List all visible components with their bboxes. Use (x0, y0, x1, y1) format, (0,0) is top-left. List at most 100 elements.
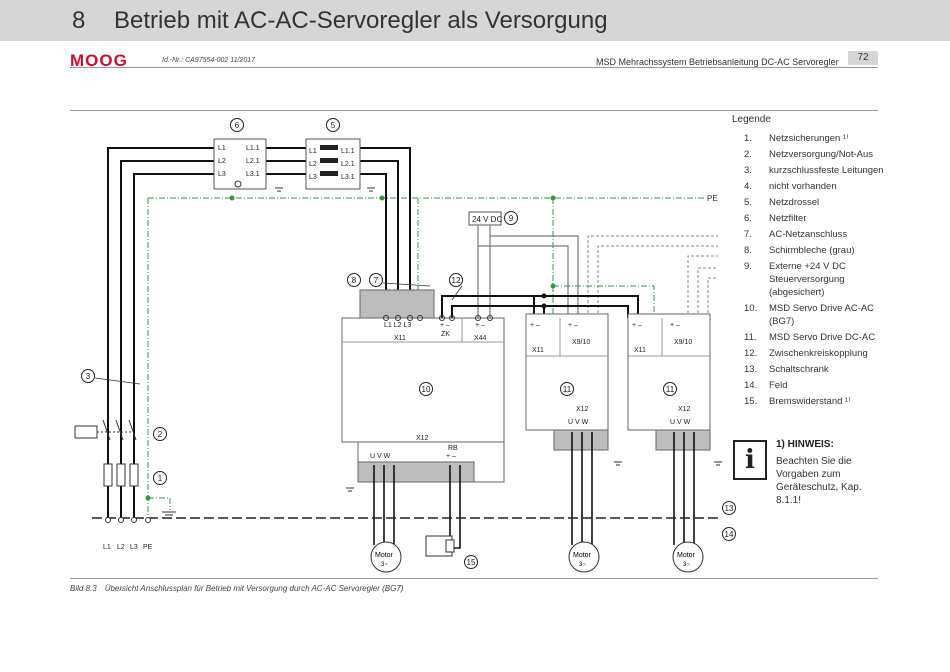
legend-item: 12.Zwischenkreiskopplung (744, 348, 868, 359)
figure-bottom-divider (70, 578, 878, 579)
axis-1-x910-label: X9/10 (572, 339, 590, 346)
motor-main-label: Motor (375, 552, 394, 559)
callout-14: 14 (725, 530, 734, 539)
manual-title: MSD Mehrachssystem Betriebsanleitung DC-… (596, 57, 839, 67)
legend-item: 2.Netzversorgung/Not-Aus (744, 149, 874, 160)
filter-in-l1: L1 (218, 145, 226, 152)
choke-coils (320, 145, 338, 176)
legend-item: 14.Feld (744, 380, 788, 391)
callout-5: 5 (331, 121, 336, 130)
pe-junctions (145, 195, 556, 501)
axis-2-x12-label: X12 (678, 406, 691, 413)
main-x11-terminals: L1 L2 L3 (384, 322, 411, 329)
axis-drive-1-box (525, 313, 609, 431)
mains-conductors (107, 147, 411, 520)
choke-in-l3: L3 (309, 174, 317, 181)
motor-axis-1-label: Motor (573, 552, 592, 559)
legend-item: 7.AC-Netzanschluss (744, 229, 848, 240)
main-top-terminals (383, 315, 493, 321)
figure-caption-text: Übersicht Anschlussplan für Betrieb mit … (104, 584, 404, 593)
callout-3: 3 (86, 372, 91, 381)
info-icon: i (733, 440, 767, 480)
axis-2-motor-cable (673, 432, 695, 545)
callout-circles (81, 118, 736, 569)
motor-axis-2: Motor 3~ (672, 541, 704, 573)
bottom-terminal-icons (105, 517, 151, 523)
callout-6: 6 (235, 121, 240, 130)
callout-11a: 11 (563, 385, 572, 394)
motor-main-sub: 3~ (381, 562, 388, 568)
axis-1-x12-label: X12 (576, 406, 589, 413)
main-dc-pm: + – (440, 322, 450, 329)
callout-15: 15 (467, 558, 476, 567)
note-text: Beachten Sie die Vorgaben zum Geräteschu… (776, 456, 862, 506)
axis-1-24v-pm: + – (568, 322, 578, 329)
motor-axis-2-sub: 3~ (683, 562, 690, 568)
main-zk-label: ZK (441, 331, 450, 338)
legend-item: 11.MSD Servo Drive DC-AC (744, 332, 876, 343)
legend-item: 9.Externe +24 V DC Steuerversorgung (abg… (744, 261, 846, 298)
contactor-switch-icon (97, 419, 137, 441)
supply-24v-label: 24 V DC (472, 215, 502, 224)
choke-in-l2: L2 (309, 161, 317, 168)
callout-leaders (94, 282, 463, 385)
bottom-label-l2: L2 (117, 544, 125, 551)
callout-8: 8 (352, 276, 357, 285)
legend-item: 5.Netzdrossel (744, 197, 820, 208)
brake-resistor-element (445, 539, 455, 553)
axis-2-x11-label: X11 (634, 347, 646, 354)
choke-out-l3: L3.1 (341, 174, 355, 181)
callout-2: 2 (158, 430, 163, 439)
main-rb-label: RB (448, 445, 458, 452)
bottom-label-l3: L3 (130, 544, 138, 551)
legend-item: 13.Schaltschrank (744, 364, 829, 375)
main-x44-label: X44 (474, 335, 487, 342)
axis-1-dc-pm: + – (530, 322, 540, 329)
bottom-label-pe: PE (143, 544, 153, 551)
ground-icons (162, 187, 722, 516)
main-uvw-label: U V W (370, 453, 391, 460)
signal-lines-dashed (587, 235, 718, 318)
pe-label: PE (707, 194, 718, 203)
choke-out-l1: L1.1 (341, 148, 355, 155)
moog-logo: MOOG (70, 51, 128, 70)
legend-item: 3.kurzschlussfeste Leitungen (744, 165, 884, 176)
bottom-label-l1: L1 (103, 544, 111, 551)
main-top-shield-plate (359, 289, 435, 319)
legend-title: Legende (732, 114, 771, 125)
axis-1-shield-plate (553, 429, 609, 451)
contactor-coil-icon (74, 425, 98, 439)
axis-1-x11-label: X11 (532, 347, 544, 354)
callout-7: 7 (374, 276, 379, 285)
chapter-number: 8 (72, 7, 86, 34)
axis-2-x910-label: X9/10 (674, 339, 692, 346)
legend-item: 1.Netzsicherungen ¹⁾ (744, 133, 849, 144)
legend-item: 4.nicht vorhanden (744, 181, 837, 192)
motor-axis-1-sub: 3~ (579, 562, 586, 568)
legend-item: 8.Schirmbleche (grau) (744, 245, 855, 256)
filter-out-l3: L3.1 (246, 171, 260, 178)
callout-9: 9 (509, 214, 514, 223)
axis-drive-2-box (627, 313, 711, 431)
legend-item: 6.Netzfilter (744, 213, 807, 224)
callout-11b: 11 (666, 385, 675, 394)
motor-main: Motor 3~ (370, 541, 402, 573)
fuse-icons (103, 463, 139, 487)
main-x12-label: X12 (416, 435, 429, 442)
callout-10: 10 (422, 385, 431, 394)
page-number: 72 (848, 51, 878, 65)
axis-1-uvw: U V W (568, 419, 589, 426)
axis-1-motor-cable (571, 432, 593, 545)
chapter-title: Betrieb mit AC-AC-Servoregler als Versor… (114, 7, 608, 34)
axis-2-dc-pm: + – (632, 322, 642, 329)
filter-in-l3: L3 (218, 171, 226, 178)
header-divider (70, 67, 878, 68)
figure-number: Bild 8.3 (70, 584, 97, 593)
main-24v-pm: + – (475, 322, 485, 329)
legend-list: 1.Netzsicherungen ¹⁾ 2.Netzversorgung/No… (744, 132, 894, 411)
chapter-header-bar (0, 0, 950, 41)
figure-top-divider (70, 110, 878, 111)
filter-out-l2: L2.1 (246, 158, 260, 165)
callout-1: 1 (158, 474, 163, 483)
